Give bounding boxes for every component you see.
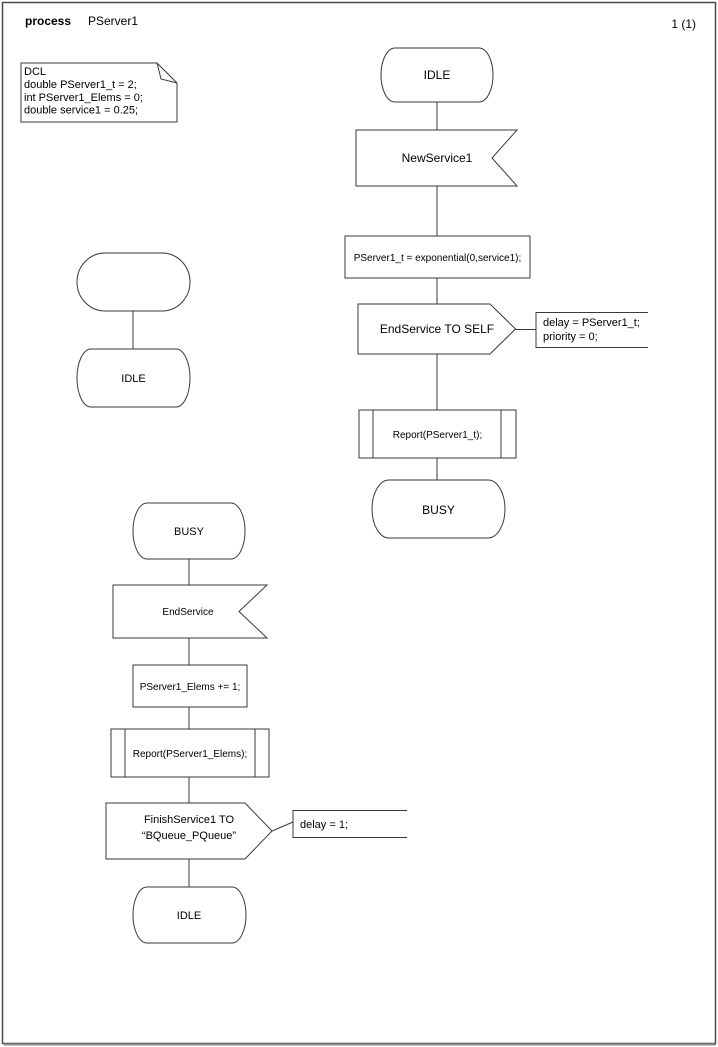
state-label: IDLE	[424, 68, 451, 82]
state-label: BUSY	[174, 526, 205, 538]
procedure-label: Report(PServer1_t);	[393, 430, 482, 441]
comment-line: delay = 1;	[300, 819, 348, 831]
task-label: PServer1_Elems += 1;	[140, 682, 241, 693]
output-symbol-finishservice1[interactable]	[105, 802, 273, 860]
input-symbol-newservice1[interactable]	[355, 129, 519, 187]
task-symbol-exponential[interactable]	[344, 235, 531, 279]
dcl-line: double PServer1_t = 2;	[24, 79, 137, 91]
page-number: 1 (1)	[671, 17, 696, 31]
state-symbol-busy-left[interactable]	[132, 502, 246, 560]
dcl-text-symbol[interactable]	[20, 62, 178, 123]
start-symbol[interactable]	[76, 252, 191, 312]
process-name: PServer1	[88, 14, 138, 28]
dcl-fold-corner	[156, 62, 178, 84]
state-symbol-initial-idle[interactable]	[76, 348, 191, 408]
comment-symbol-delay1[interactable]	[292, 810, 407, 838]
task-label: PServer1_t = exponential(0,service1);	[354, 253, 522, 264]
output-label-line: “BQueue_PQueue”	[142, 830, 237, 842]
procedure-call-symbol-report-t[interactable]	[358, 409, 517, 459]
dcl-line: DCL	[24, 66, 46, 78]
state-symbol-idle-bottom[interactable]	[132, 886, 247, 944]
output-label: EndService TO SELF	[380, 322, 494, 336]
input-symbol-endservice[interactable]	[112, 584, 269, 639]
output-label-line: FinishService1 TO	[144, 814, 235, 826]
dcl-line: int PServer1_Elems = 0;	[24, 92, 143, 104]
diagram-kind-label: process	[25, 14, 71, 28]
input-label: NewService1	[402, 151, 473, 165]
comment-connector	[271, 821, 294, 832]
comment-line: priority = 0;	[543, 331, 598, 343]
task-symbol-elems-increment[interactable]	[132, 664, 248, 708]
state-label: IDLE	[121, 373, 145, 385]
output-symbol-endservice-to-self[interactable]	[357, 303, 517, 355]
dcl-line: double service1 = 0.25;	[24, 105, 138, 117]
comment-line: delay = PServer1_t;	[543, 317, 640, 329]
input-label: EndService	[162, 607, 214, 618]
comment-symbol-delay-priority[interactable]	[535, 312, 648, 348]
state-symbol-busy-right[interactable]	[371, 479, 506, 539]
state-label: IDLE	[177, 910, 201, 922]
state-label: BUSY	[422, 503, 455, 517]
state-symbol-idle-top[interactable]	[380, 47, 494, 103]
procedure-label: Report(PServer1_Elems);	[133, 749, 247, 760]
procedure-call-symbol-report-elems[interactable]	[110, 728, 270, 778]
